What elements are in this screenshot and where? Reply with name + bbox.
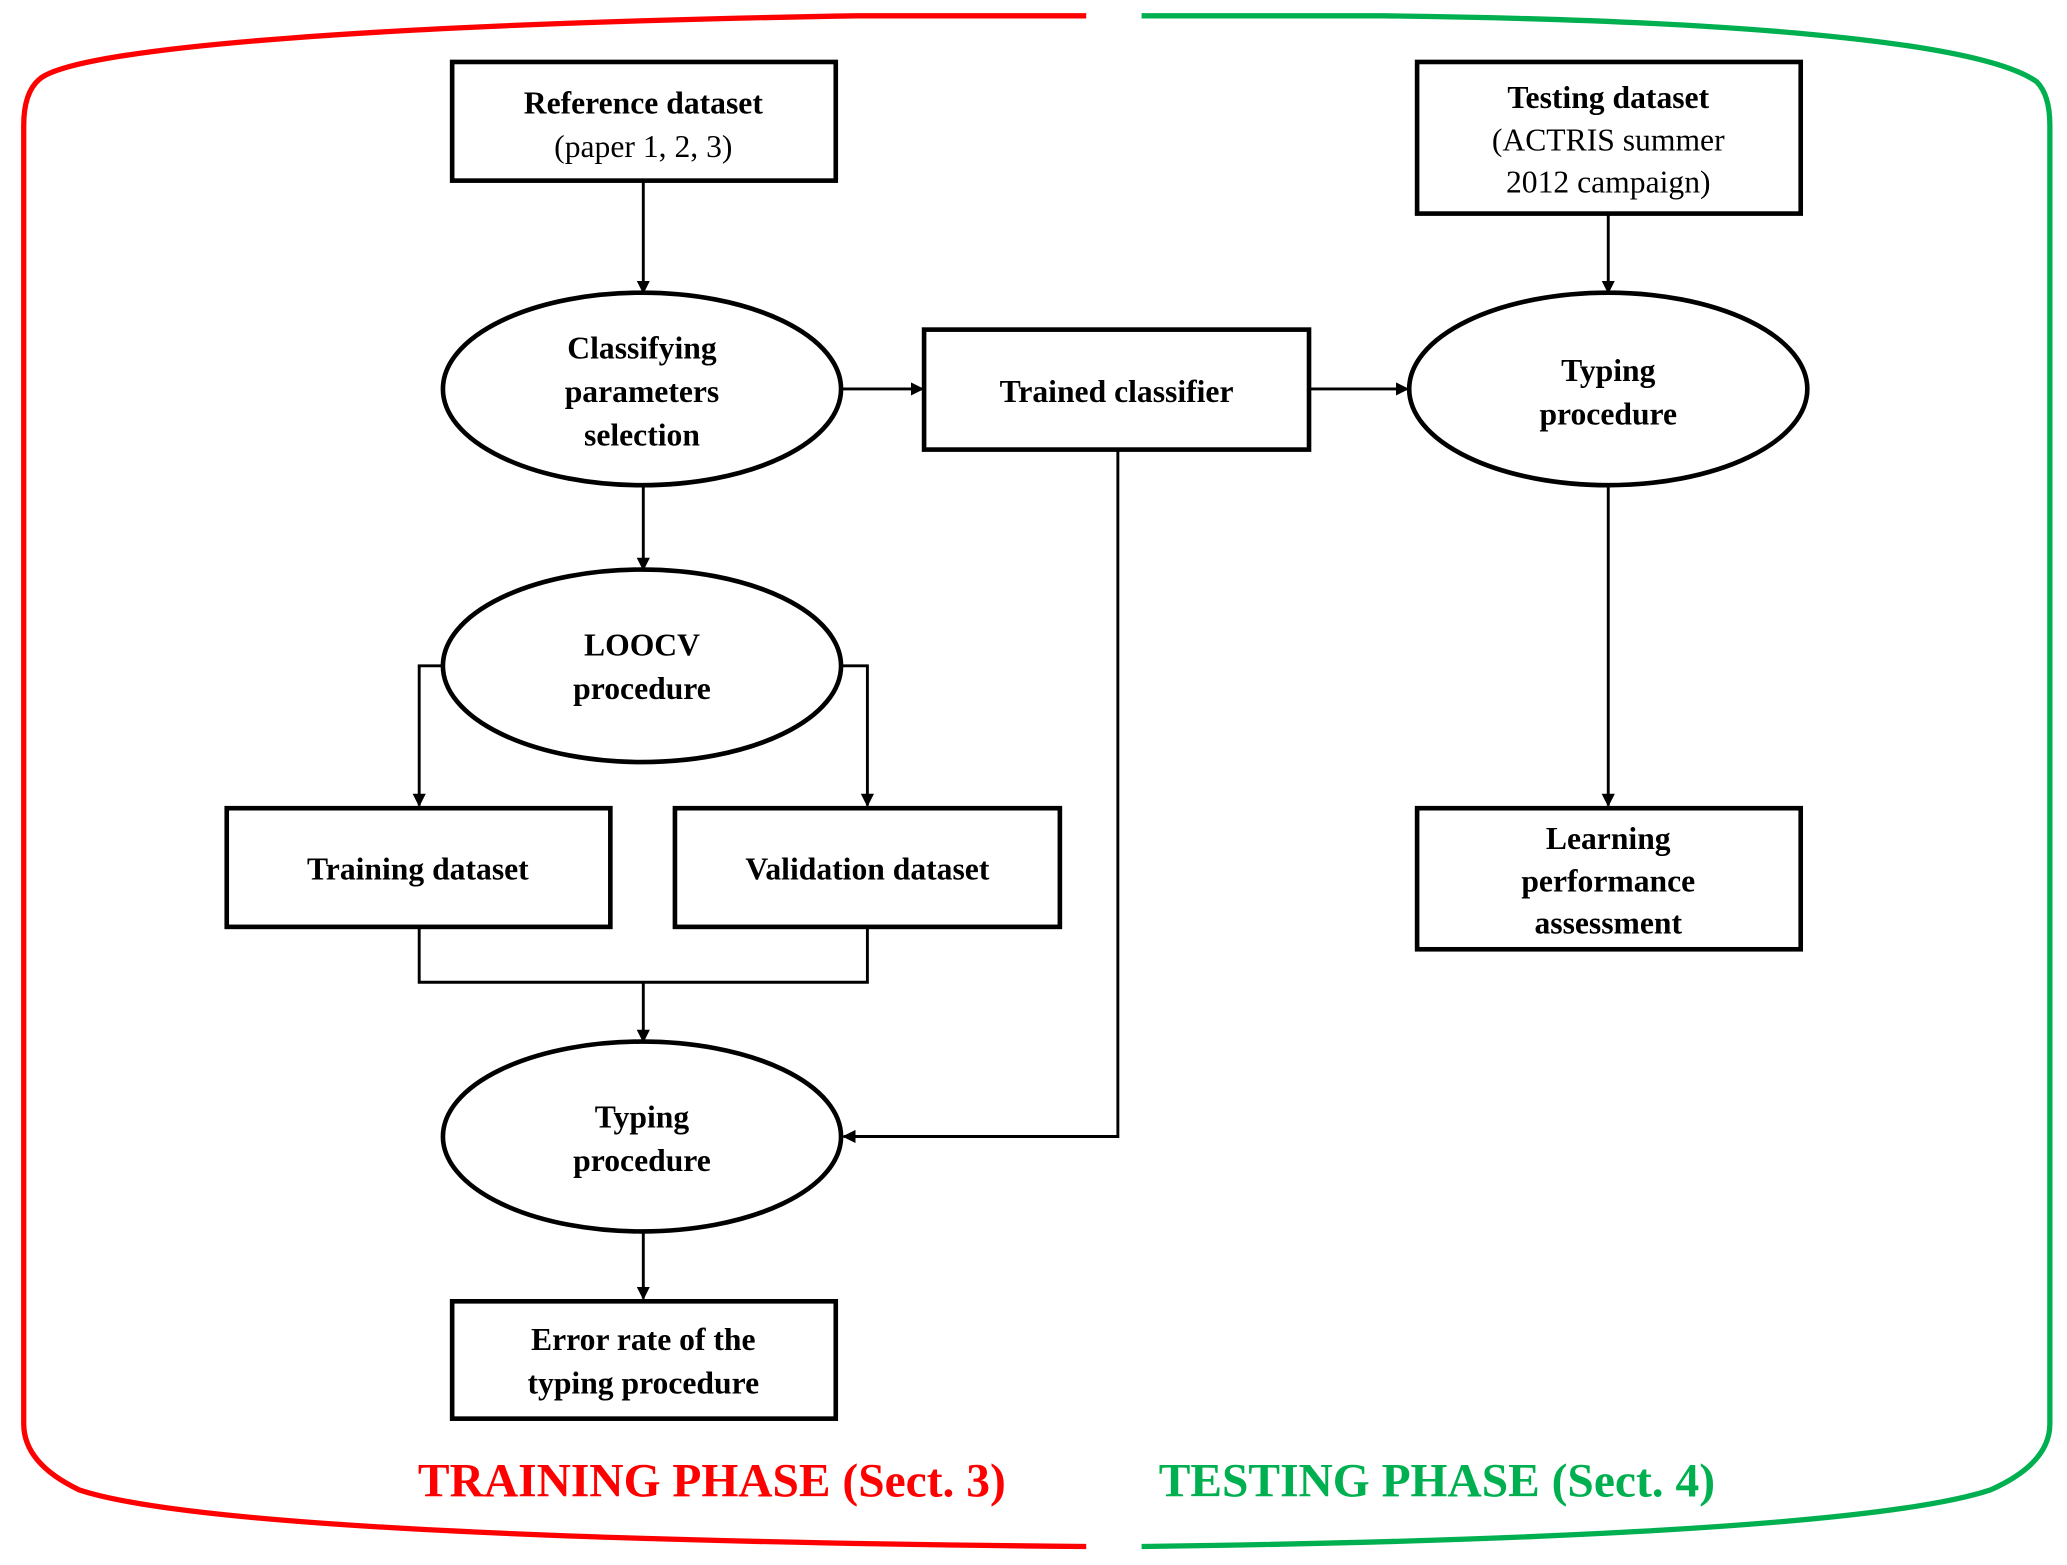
svg-text:selection: selection [584, 418, 700, 453]
svg-text:2012 campaign): 2012 campaign) [1506, 164, 1711, 199]
svg-text:Trained classifier: Trained classifier [1000, 374, 1234, 409]
svg-text:Typing: Typing [595, 1099, 690, 1134]
svg-text:typing procedure: typing procedure [527, 1366, 759, 1401]
node-learning-performance: Learning performance assessment [1414, 805, 1804, 952]
node-loocv-procedure: LOOCV procedure [440, 567, 844, 765]
node-typing-procedure-training: Typing procedure [440, 1039, 844, 1234]
node-trained-classifier: Trained classifier [921, 327, 1312, 452]
node-error-rate: Error rate of the typing procedure [449, 1299, 839, 1421]
arrow-trained-to-typing-train [842, 449, 1120, 1144]
svg-text:Validation dataset: Validation dataset [745, 851, 989, 886]
svg-text:assessment: assessment [1534, 905, 1682, 940]
training-phase-bracket [21, 13, 1087, 1550]
testing-phase-label: TESTING PHASE (Sect. 4) [1159, 1455, 1715, 1507]
arrow-loocv-to-validation [841, 664, 874, 807]
svg-text:Testing dataset: Testing dataset [1507, 80, 1709, 115]
svg-text:Typing: Typing [1561, 353, 1656, 388]
training-phase-label: TRAINING PHASE (Sect. 3) [418, 1455, 1006, 1507]
svg-text:Reference dataset: Reference dataset [524, 85, 764, 120]
svg-text:performance: performance [1521, 863, 1695, 898]
merge-connector [417, 926, 869, 984]
svg-text:Error rate of the: Error rate of the [531, 1322, 755, 1357]
svg-text:(ACTRIS summer: (ACTRIS summer [1492, 122, 1725, 157]
svg-text:Training dataset: Training dataset [307, 851, 529, 886]
node-reference-dataset: Reference dataset (paper 1, 2, 3) [449, 59, 839, 183]
node-classifying-parameters: Classifying parameters selection [440, 290, 844, 488]
node-testing-dataset: Testing dataset (ACTRIS summer 2012 camp… [1414, 59, 1804, 216]
node-validation-dataset: Validation dataset [672, 805, 1063, 930]
arrow-loocv-to-training [412, 664, 446, 807]
svg-text:procedure: procedure [573, 671, 711, 706]
svg-text:procedure: procedure [573, 1143, 711, 1178]
testing-phase-bracket [1141, 13, 2053, 1550]
svg-text:Learning: Learning [1546, 821, 1671, 856]
svg-text:parameters: parameters [565, 374, 720, 409]
svg-text:procedure: procedure [1539, 397, 1677, 432]
node-typing-procedure-testing: Typing procedure [1406, 290, 1810, 488]
node-training-dataset: Training dataset [224, 805, 613, 930]
svg-text:(paper 1, 2, 3): (paper 1, 2, 3) [554, 129, 732, 164]
svg-text:LOOCV: LOOCV [584, 627, 700, 662]
svg-text:Classifying: Classifying [567, 331, 717, 366]
